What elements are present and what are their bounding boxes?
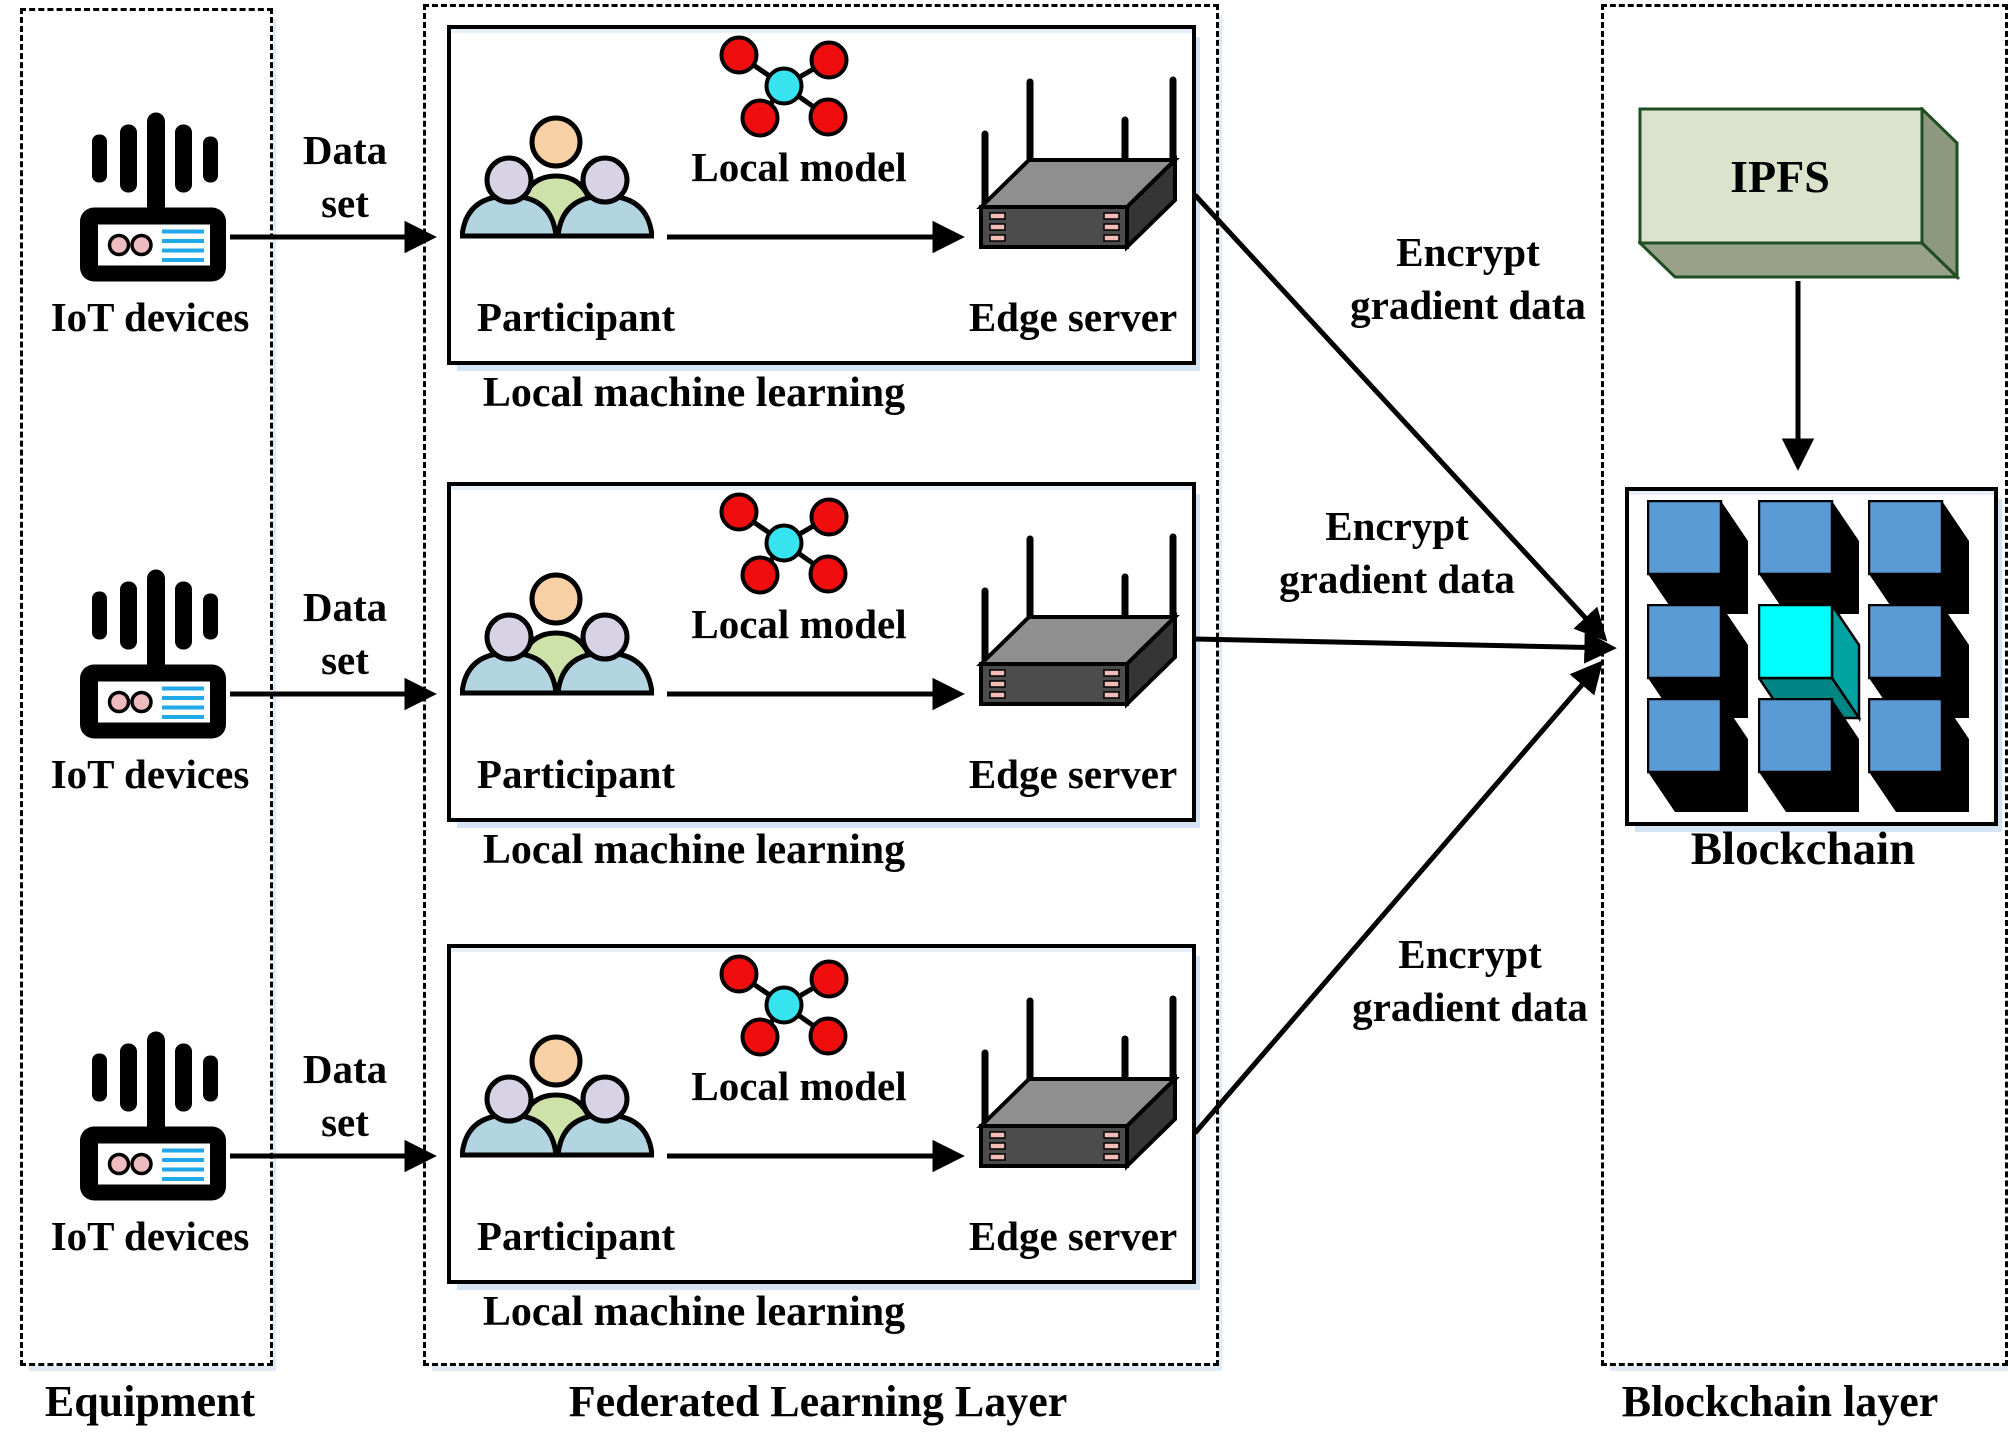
data-set-line1: Data [302,584,388,630]
iot-devices-label: IoT devices [50,294,250,340]
edge-server-label: Edge server [968,751,1178,797]
block-cube [1647,698,1748,812]
local-model-icon [719,954,849,1057]
data-set-line2: set [321,180,369,226]
participants-icon [460,572,654,696]
participant-label: Participant [476,1213,676,1259]
encrypt-line1: Encrypt [1396,229,1540,275]
ipfs-box-icon [1638,107,1960,281]
edge-server-label: Edge server [968,294,1178,340]
blockchain-layer-label: Blockchain layer [1621,1377,1939,1426]
encrypt-gradient-label: Encrypt gradient data [1268,226,1668,332]
data-set-label: Data set [265,581,425,687]
encrypt-gradient-label: Encrypt gradient data [1270,928,1670,1034]
block-cube [1647,500,1748,614]
data-set-label: Data set [265,124,425,230]
encrypt-line1: Encrypt [1398,931,1542,977]
edge-server-label: Edge server [968,1213,1178,1259]
local-ml-caption: Local machine learning [482,370,906,416]
block-cube [1868,500,1969,614]
local-model-label: Local model [691,601,907,647]
encrypt-line2: gradient data [1350,282,1586,328]
iot-devices-label: IoT devices [50,1213,250,1259]
encrypt-gradient-label: Encrypt gradient data [1197,500,1597,606]
encrypt-line2: gradient data [1352,984,1588,1030]
local-model-label: Local model [691,144,907,190]
block-cube [1868,604,1969,718]
block-cube [1868,698,1969,812]
data-set-label: Data set [265,1043,425,1149]
data-set-line2: set [321,637,369,683]
equipment-layer-label: Equipment layer [44,1377,256,1433]
pipeline-row: IoT devices Data set Participant Local m… [0,919,2008,1351]
iot-device-icon [80,1031,226,1201]
pipeline-row: IoT devices Data set Participant Local m… [0,0,2008,432]
federated-layer-label: Federated Learning Layer [568,1377,1068,1426]
local-model-label: Local model [691,1063,907,1109]
participant-label: Participant [476,294,676,340]
block-cube [1647,604,1748,718]
iot-device-icon [80,569,226,739]
iot-devices-label: IoT devices [50,751,250,797]
encrypt-line2: gradient data [1279,556,1515,602]
edge-server-icon [976,995,1180,1171]
data-set-line1: Data [302,127,388,173]
block-cube [1758,500,1859,614]
data-set-line2: set [321,1099,369,1145]
local-model-icon [719,492,849,595]
participants-icon [460,115,654,239]
local-ml-caption: Local machine learning [482,827,906,873]
blockchain-label: Blockchain [1690,823,1916,875]
participant-label: Participant [476,751,676,797]
iot-device-icon [80,112,226,282]
edge-server-icon [976,533,1180,709]
blockchain-icon-box [1625,487,1998,826]
block-cube [1758,698,1859,812]
participants-icon [460,1034,654,1158]
data-set-line1: Data [302,1046,388,1092]
pipeline-row: IoT devices Data set Participant Local m… [0,457,2008,889]
local-model-icon [719,35,849,138]
encrypt-line1: Encrypt [1325,503,1469,549]
equipment-layer-box [20,8,273,1366]
ipfs-label: IPFS [1730,150,1830,202]
edge-server-icon [976,76,1180,252]
local-ml-caption: Local machine learning [482,1289,906,1335]
